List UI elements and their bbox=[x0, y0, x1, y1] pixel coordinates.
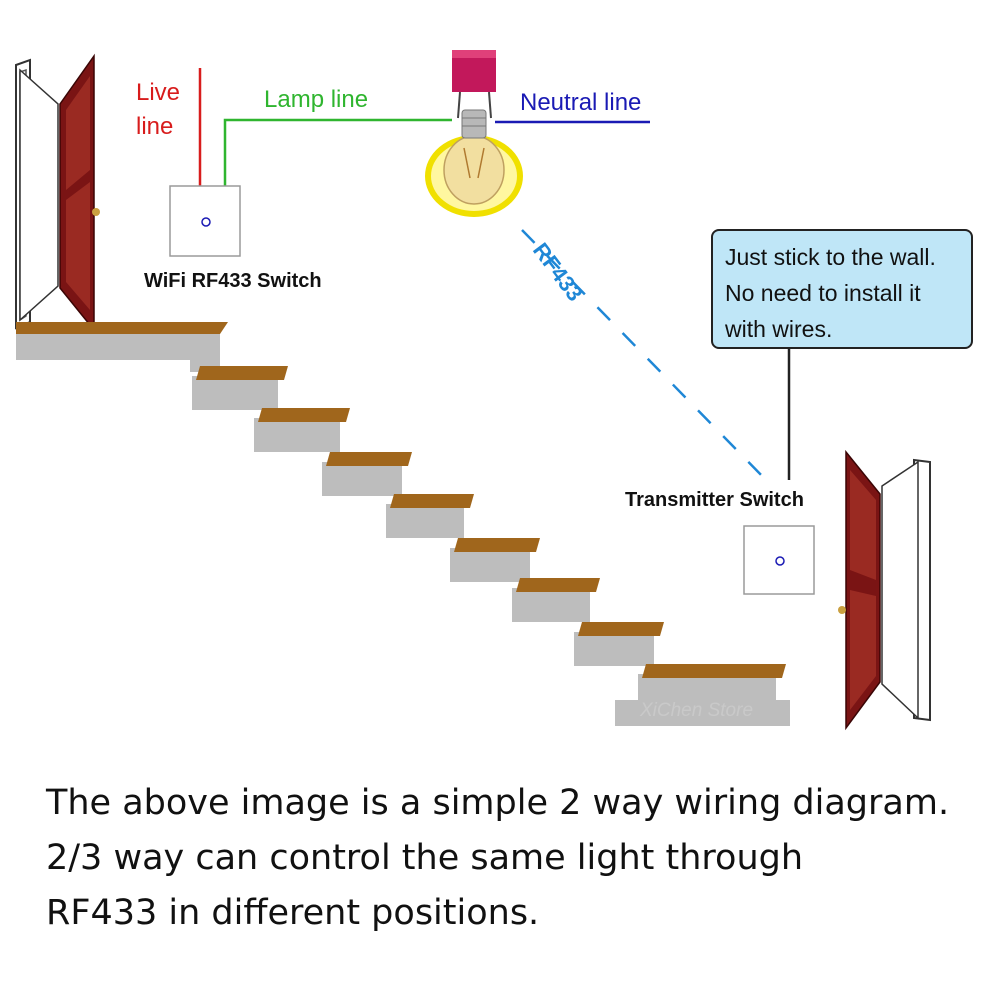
wiring-diagram bbox=[15, 50, 931, 731]
staircase-icon bbox=[16, 322, 790, 726]
callout-line: with wires. bbox=[725, 316, 833, 342]
watermark: XiChen Store bbox=[640, 700, 754, 721]
stair-step-side bbox=[574, 632, 654, 666]
rf-link-line bbox=[521, 229, 769, 483]
wifi-switch-label: WiFi RF433 Switch bbox=[144, 270, 322, 292]
stair-step-tread bbox=[516, 578, 600, 592]
caption-line: 2/3 way can control the same light throu… bbox=[46, 838, 804, 878]
stair-step-tread bbox=[326, 452, 412, 466]
stair-step-side bbox=[512, 588, 590, 622]
transmitter-switch-icon bbox=[743, 525, 815, 595]
capacitor-icon bbox=[452, 50, 496, 119]
caption-line: The above image is a simple 2 way wiring… bbox=[46, 783, 950, 823]
stair-step-tread bbox=[196, 366, 288, 380]
lamp-line-label: Lamp line bbox=[264, 86, 369, 113]
stair-step-side bbox=[450, 548, 530, 582]
light-bulb-icon bbox=[425, 109, 523, 217]
live-line-label: Live line bbox=[136, 79, 181, 140]
stair-step-tread bbox=[578, 622, 664, 636]
stair-step-side bbox=[638, 674, 776, 708]
stair-step-tread bbox=[258, 408, 350, 422]
stair-step-side bbox=[322, 462, 402, 496]
callout-line: Just stick to the wall. bbox=[725, 244, 936, 270]
stair-step-tread bbox=[642, 664, 786, 678]
stair-step-side bbox=[254, 418, 340, 452]
caption-line: RF433 in different positions. bbox=[46, 893, 540, 933]
callout-box: Just stick to the wall. No need to insta… bbox=[711, 229, 973, 349]
caption: The above image is a simple 2 way wiring… bbox=[46, 776, 986, 941]
callout-line: No need to install it bbox=[725, 280, 921, 306]
lamp-line-wire bbox=[223, 118, 452, 186]
left-door-icon bbox=[15, 53, 100, 333]
wifi-switch-icon bbox=[169, 185, 241, 257]
stair-step-tread bbox=[390, 494, 474, 508]
transmitter-switch-label: Transmitter Switch bbox=[625, 489, 804, 511]
right-door-icon bbox=[838, 449, 931, 731]
stair-step-tread bbox=[454, 538, 540, 552]
stair-step-side bbox=[192, 376, 278, 410]
neutral-line-label: Neutral line bbox=[520, 89, 642, 116]
stair-step-side bbox=[386, 504, 464, 538]
